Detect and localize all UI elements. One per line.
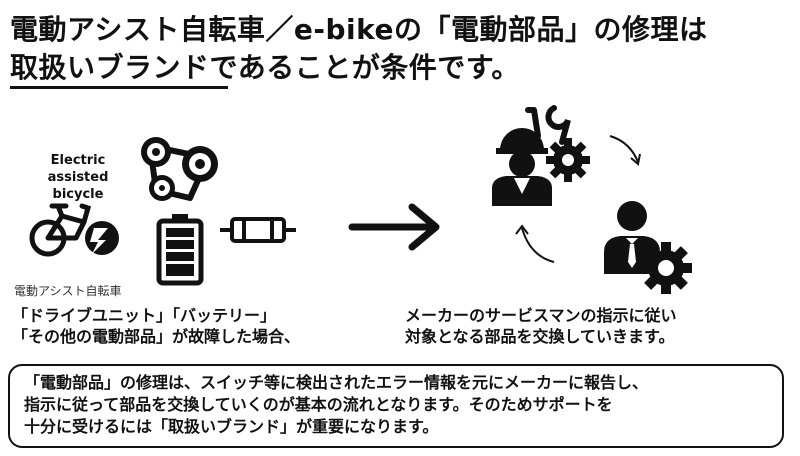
cycle-arrow-bottom-icon: [515, 224, 555, 263]
service-instruction-text: メーカーのサービスマンの指示に従い 対象となる部品を交換していきます。: [405, 305, 677, 347]
page-title-line1: 電動アシスト自転車／e-bikeの「電動部品」の修理は: [10, 13, 708, 46]
service-instruction-line1: メーカーのサービスマンの指示に従い: [405, 306, 677, 325]
failure-parts-line1: 「ドライブユニット」「バッテリー」: [12, 306, 277, 325]
ebike-label-line2: bicycle: [52, 187, 104, 202]
battery-icon: [156, 214, 204, 286]
drive-unit-icon: [141, 137, 218, 201]
note-line1: 「電動部品」の修理は、スイッチ等に検出されたエラー情報を元にメーカーに報告し、: [24, 373, 649, 392]
fuse-icon: [220, 217, 296, 243]
cycle-arrow-top-icon: [609, 135, 641, 166]
page-title-line2: 取扱いブランドであることが条件です。: [10, 51, 520, 84]
title-underline: [10, 86, 228, 89]
note-line3: 十分に受けるには「取扱いブランド」が重要になります。: [24, 417, 439, 436]
electric-bike-icon: [29, 203, 119, 257]
failure-parts-text: 「ドライブユニット」「バッテリー」 「その他の電動部品」が故障した場合、: [12, 305, 300, 347]
ebike-label-jp: 電動アシスト自転車: [14, 284, 122, 298]
ebike-label: Electric assisted bicycle: [22, 152, 134, 203]
note-box: 「電動部品」の修理は、スイッチ等に検出されたエラー情報を元にメーカーに報告し、 …: [8, 364, 784, 448]
businessman-gear-icon: [604, 201, 692, 294]
ebike-label-line1: Electric assisted: [47, 153, 109, 185]
failure-parts-line2: 「その他の電動部品」が故障した場合、: [12, 327, 301, 346]
note-line2: 指示に従って部品を交換していくのが基本の流れとなります。そのためサポートを: [24, 395, 613, 414]
right-arrow-icon: [348, 203, 440, 251]
service-instruction-line2: 対象となる部品を交換していきます。: [405, 327, 675, 346]
mechanic-icon: [492, 105, 590, 206]
